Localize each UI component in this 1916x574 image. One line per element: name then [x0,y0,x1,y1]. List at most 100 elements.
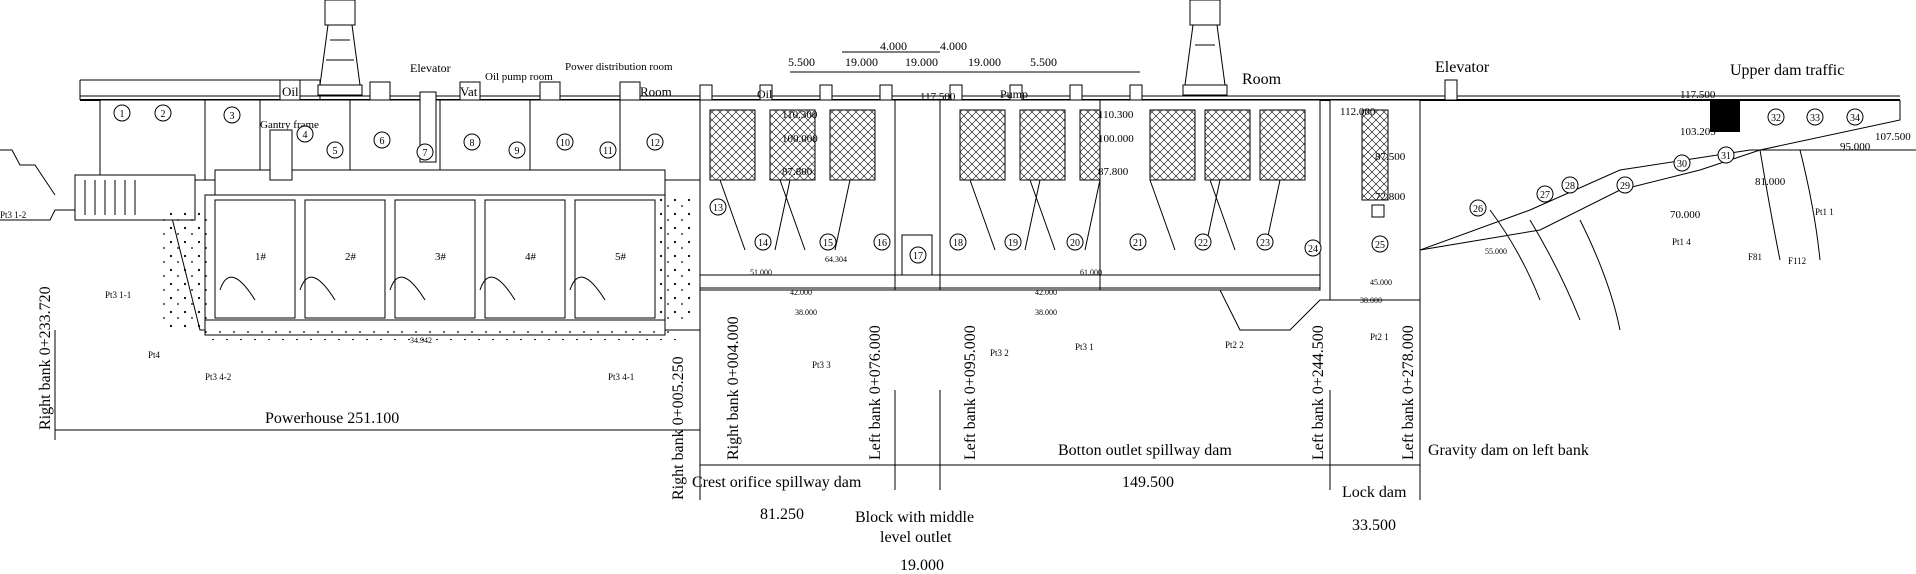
block-marker-13: 13 [709,198,727,216]
elev-38000-b: 38.000 [795,308,817,317]
dim-19000-a: 19.000 [845,55,878,69]
block-marker-12: 12 [646,133,664,151]
gantry-crane-left [317,0,363,96]
unit-5-label: 5# [615,251,627,263]
lock-dam-block [1329,99,1421,301]
label-power-distribution-room: Power distribution room [565,61,673,73]
unit-1-label: 1# [255,251,267,263]
rock-pt3-4-2: Pt3 4-2 [205,372,231,382]
rock-pt4: Pt4 [148,350,161,360]
block-marker-10: 10 [556,133,574,151]
rock-pt2-1: Pt2 1 [1370,332,1389,342]
block-marker-21: 21 [1129,233,1147,251]
dim-5500-a: 5.500 [788,55,815,69]
svg-text:1: 1 [120,109,125,120]
elev-103205: 103.205 [1680,126,1716,138]
svg-text:19: 19 [1008,238,1018,249]
block-marker-29: 29 [1616,176,1634,194]
svg-text:34: 34 [1850,113,1860,124]
svg-text:12: 12 [650,138,660,149]
svg-text:21: 21 [1133,238,1143,249]
block-marker-22: 22 [1194,233,1212,251]
label-elevator-2: Elevator [1435,59,1490,76]
block-marker-5: 5 [326,141,344,159]
block-marker-9: 9 [508,141,526,159]
block-marker-33: 33 [1806,108,1824,126]
svg-text:11: 11 [603,146,613,157]
elev-87500: 87.500 [1375,151,1406,163]
label-bottom-outlet-len: 149.500 [1122,474,1174,491]
top-dimension-line [790,51,1140,73]
block-marker-28: 28 [1561,176,1579,194]
rock-pt1-1: Pt1 1 [1815,207,1834,217]
svg-text:25: 25 [1375,240,1385,251]
block-number-markers: 1 2 3 4 5 6 7 8 9 10 11 12 13 14 15 16 1… [113,104,1864,264]
block-marker-6: 6 [373,131,391,149]
elev-38000-a: 38.000 [1360,296,1382,305]
block-marker-19: 19 [1004,233,1022,251]
station-left-095000: Left bank 0+095.000 [962,325,979,460]
svg-text:7: 7 [423,148,428,159]
station-left-244500: Left bank 0+244.500 [1310,325,1327,460]
dim-19000-b: 19.000 [905,55,938,69]
svg-text:6: 6 [380,136,385,147]
block-marker-34: 34 [1846,108,1864,126]
label-room-1: Room [640,84,672,99]
elev-61000: 61.000 [1080,268,1102,277]
rock-formation-labels: Pt3 1-2 Pt3 1-1 Pt4 Pt3 4-2 Pt3 4-1 Pt3 … [0,207,1834,382]
label-middle-outlet-len: 19.000 [900,557,944,574]
svg-text:16: 16 [877,238,887,249]
rock-pt3-1: Pt3 1 [1075,342,1094,352]
station-right-233720: Right bank 0+233.720 [37,286,54,430]
svg-text:26: 26 [1473,204,1483,215]
label-lock-dam-len: 33.500 [1352,517,1396,534]
svg-text:17: 17 [913,251,923,262]
block-marker-16: 16 [873,233,891,251]
unit-3-label: 3# [435,251,447,263]
elev-87800-b: 87.800 [1098,166,1129,178]
elev-107500: 107.500 [1875,131,1911,143]
elev-110300-a: 110.300 [782,109,818,121]
block-marker-1: 1 [113,104,131,122]
elevation-marks: 117.500 110.300 100.000 87.800 110.300 1… [410,89,1911,345]
svg-text:2: 2 [161,109,166,120]
svg-text:5: 5 [333,146,338,157]
elev-100000-b: 100.000 [1098,133,1134,145]
label-elevator-1: Elevator [410,61,451,75]
svg-text:3: 3 [230,111,235,122]
block-marker-3: 3 [223,106,241,124]
elev-70000: 70.000 [1670,209,1701,221]
bottom-dimension-lines [54,300,1421,500]
dim-19000-c: 19.000 [968,55,1001,69]
block-marker-23: 23 [1256,233,1274,251]
block-marker-30: 30 [1673,154,1691,172]
svg-text:14: 14 [758,238,768,249]
elev-100000-a: 100.000 [782,133,818,145]
label-oil-1: Oil [282,84,299,99]
elev-55000: 55.000 [1485,247,1507,256]
dim-4000-b: 4.000 [940,39,967,53]
block-marker-18: 18 [949,233,967,251]
block-marker-24: 24 [1304,239,1322,257]
label-bottom-outlet: Botton outlet spillway dam [1058,442,1232,459]
label-middle-outlet-1: Block with middle [855,509,974,526]
dim-4000-a: 4.000 [880,39,907,53]
block-marker-26: 26 [1469,199,1487,217]
svg-text:31: 31 [1721,151,1731,162]
svg-text:32: 32 [1771,113,1781,124]
rock-pt3-1-1: Pt3 1-1 [105,290,131,300]
svg-text:15: 15 [823,238,833,249]
elev-42000-a: 42.000 [790,288,812,297]
block-marker-7: 7 [416,143,434,161]
block-marker-25: 25 [1371,235,1389,253]
label-crest-orifice: Crest orifice spillway dam [692,474,862,491]
station-labels: Right bank 0+233.720 Right bank 0+005.25… [37,286,1417,500]
elev-81000: 81.000 [1755,176,1786,188]
svg-text:30: 30 [1677,159,1687,170]
elev-42000-b: 42.000 [1035,288,1057,297]
svg-text:28: 28 [1565,181,1575,192]
station-left-278000: Left bank 0+278.000 [1400,325,1417,460]
elev-72800: 72.800 [1375,191,1406,203]
elev-117500-b: 117.500 [1680,89,1716,101]
